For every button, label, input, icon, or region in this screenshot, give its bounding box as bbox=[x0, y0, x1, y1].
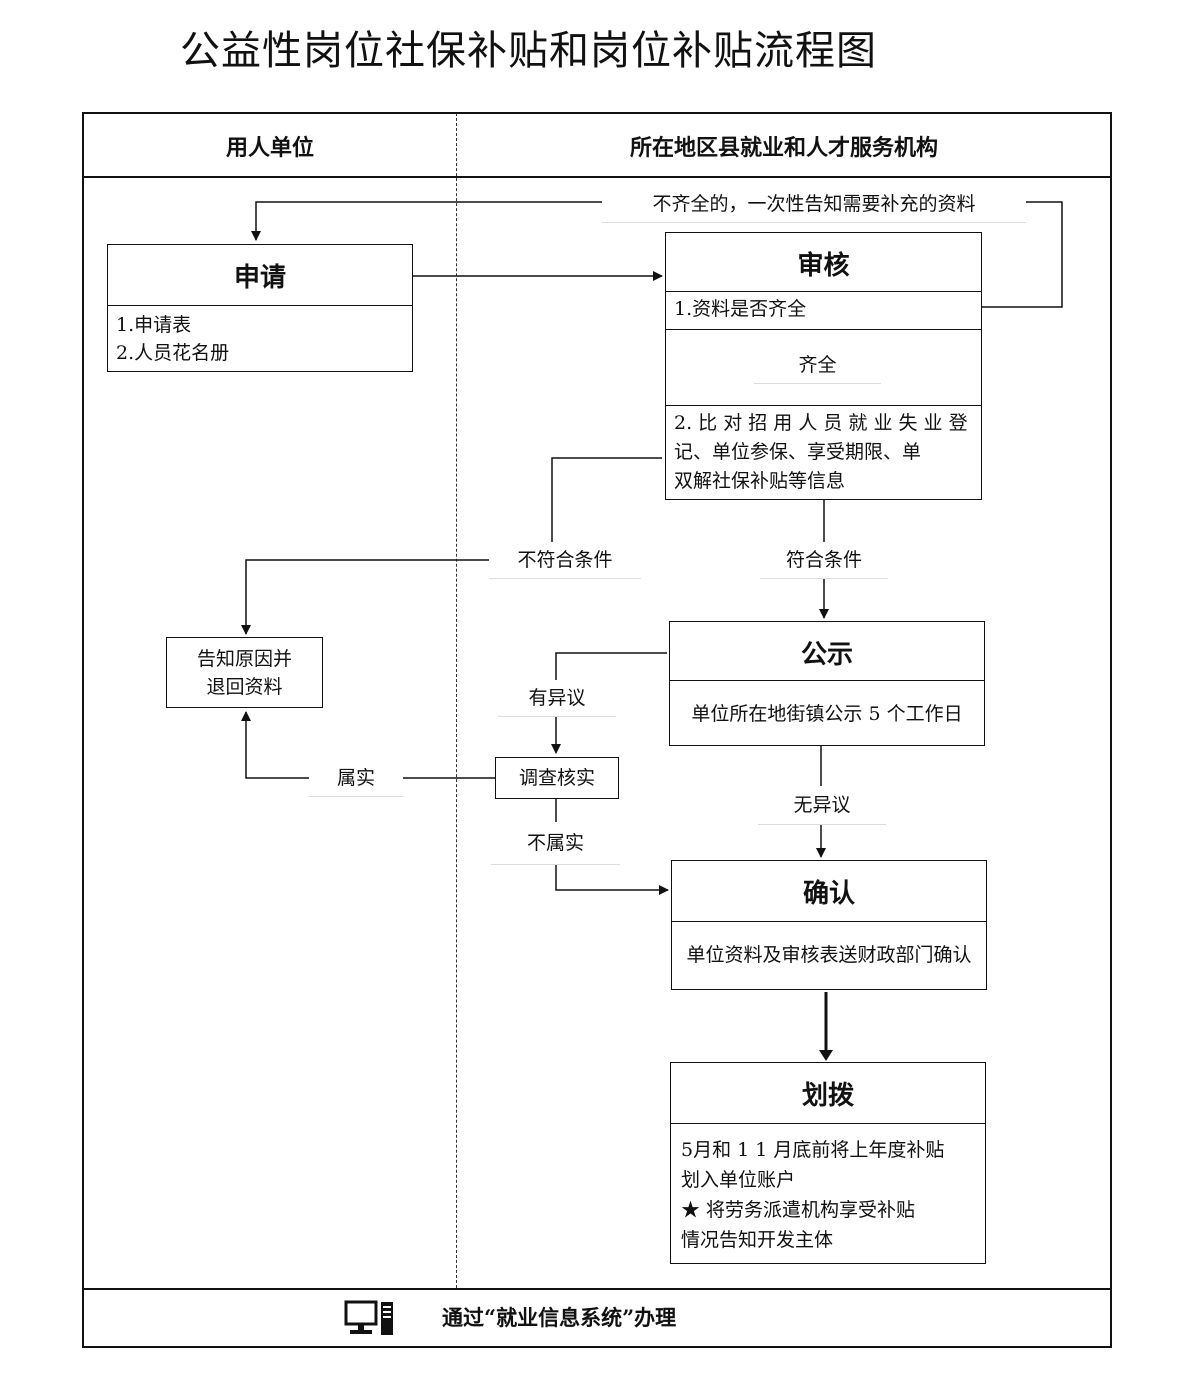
allocate-box: 划拨 5月和 1 1 月底前将上年度补贴 划入单位账户 ★ 将劳务派遣机构享受补… bbox=[670, 1062, 986, 1264]
notify-line: 告知原因并 bbox=[196, 648, 292, 670]
qualified-label: 符合条件 bbox=[760, 542, 888, 579]
allocate-title: 划拨 bbox=[801, 1081, 854, 1111]
notify-line: 退回资料 bbox=[206, 676, 283, 698]
confirm-box: 确认 单位资料及审核表送财政部门确认 bbox=[671, 860, 987, 990]
not-qualified-label: 不符合条件 bbox=[489, 542, 641, 579]
apply-item: 2.人员花名册 bbox=[116, 342, 230, 364]
true-label: 属实 bbox=[309, 760, 403, 797]
allocate-line: 5月和 1 1 月底前将上年度补贴 bbox=[681, 1139, 945, 1161]
review-step2-line: 双解社保补贴等信息 bbox=[674, 470, 846, 492]
apply-item: 1.申请表 bbox=[116, 314, 192, 336]
no-objection-label: 无异议 bbox=[758, 786, 886, 825]
review-step1: 1.资料是否齐全 bbox=[674, 298, 807, 320]
allocate-line: ★ 将劳务派遣机构享受补贴 bbox=[681, 1199, 916, 1221]
complete-label: 齐全 bbox=[754, 347, 881, 384]
apply-title: 申请 bbox=[233, 263, 286, 293]
publicity-box: 公示 单位所在地街镇公示 5 个工作日 bbox=[669, 621, 985, 746]
page-title: 公益性岗位社保补贴和岗位补贴流程图 bbox=[180, 28, 877, 74]
investigate-box: 调查核实 bbox=[495, 757, 619, 799]
confirm-text: 单位资料及审核表送财政部门确认 bbox=[686, 944, 972, 966]
notify-return-box: 告知原因并 退回资料 bbox=[166, 637, 323, 708]
publicity-text: 单位所在地街镇公示 5 个工作日 bbox=[691, 703, 963, 725]
publicity-title: 公示 bbox=[800, 640, 853, 670]
footer-text: 通过“就业信息系统”办理 bbox=[442, 1305, 677, 1330]
computer-icon bbox=[344, 1300, 393, 1335]
lane-header-employer: 用人单位 bbox=[225, 135, 314, 161]
lane-header-service-agency: 所在地区县就业和人才服务机构 bbox=[629, 135, 938, 161]
allocate-line: 划入单位账户 bbox=[681, 1169, 796, 1191]
incomplete-label: 不齐全的，一次性告知需要补充的资料 bbox=[602, 186, 1026, 223]
header-divider bbox=[82, 176, 1112, 178]
investigate-text: 调查核实 bbox=[518, 767, 595, 789]
review-step2-line: 2. 比 对 招 用 人 员 就 业 失 业 登 bbox=[674, 412, 968, 434]
flowchart-frame bbox=[82, 112, 1112, 1348]
footer-divider bbox=[82, 1288, 1112, 1290]
apply-box: 申请 1.申请表 2.人员花名册 bbox=[107, 244, 413, 372]
lane-divider bbox=[456, 113, 457, 1288]
allocate-line: 情况告知开发主体 bbox=[681, 1229, 834, 1251]
review-title: 审核 bbox=[797, 251, 850, 281]
objection-label: 有异议 bbox=[498, 680, 616, 717]
not-true-label: 不属实 bbox=[491, 822, 620, 865]
confirm-title: 确认 bbox=[802, 879, 855, 909]
review-step2-line: 记、单位参保、享受期限、单 bbox=[674, 441, 922, 463]
